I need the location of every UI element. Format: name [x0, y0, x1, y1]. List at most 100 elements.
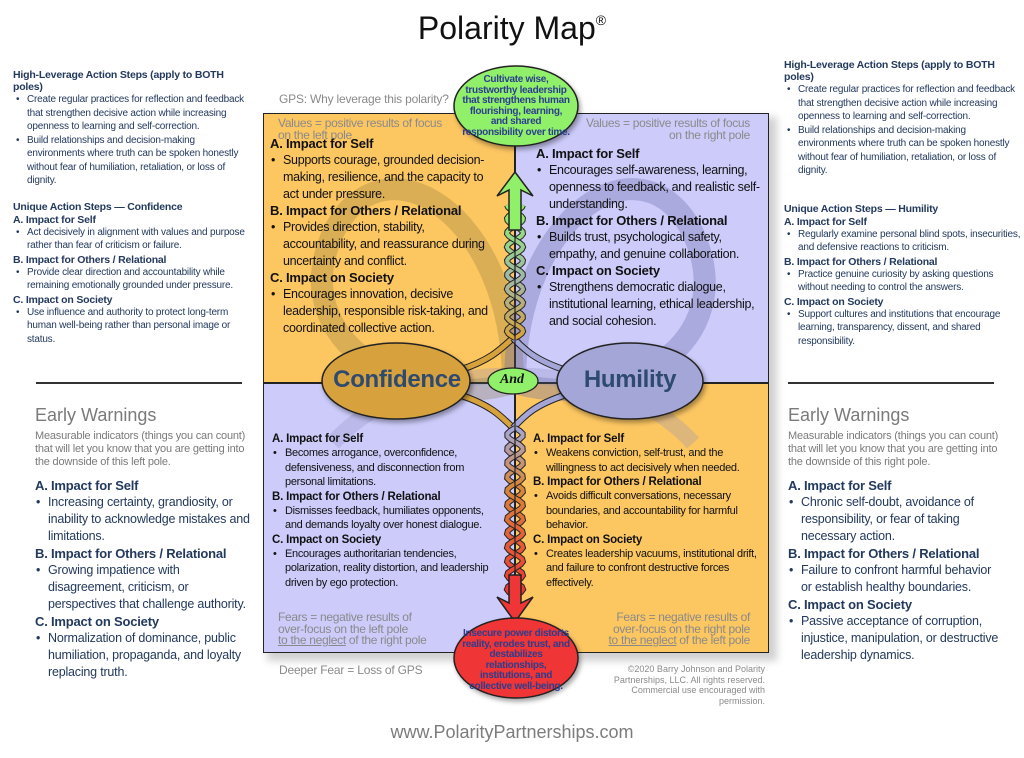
early-warnings-subtitle: Measurable indicators (things you can co… [788, 430, 999, 468]
early-warnings-title: Early Warnings [788, 405, 910, 425]
note-line: Fears = negative results of [616, 610, 750, 624]
list-item: Encourages self-awareness, learning, ope… [536, 162, 761, 213]
list-item: Encourages authoritarian tendencies, pol… [272, 547, 500, 591]
title-text: Polarity Map [417, 10, 596, 46]
note-tail: of the right pole [345, 633, 427, 647]
section-heading: C. Impact on Society [788, 597, 912, 612]
list-item: Create regular practices for reflection … [784, 83, 1024, 124]
section-heading: A. Impact for Self [35, 478, 139, 493]
section-heading: B. Impact for Others / Relational [13, 253, 167, 266]
right-action-steps: High-Leverage Action Steps (apply to BOT… [784, 58, 1024, 348]
copyright-line: ©2020 Barry Johnson and Polarity [627, 664, 765, 674]
list-item: Practice genuine curiosity by asking que… [784, 268, 1024, 295]
section-heading: C. Impact on Society [35, 614, 159, 629]
note-line: on the right pole [669, 127, 750, 142]
note-line: Fears = negative results of [278, 610, 412, 624]
section-heading: B. Impact for Others / Relational [533, 476, 702, 488]
values-right-note: Values = positive results of focus on th… [585, 116, 750, 142]
list-item: Avoids difficult conversations, necessar… [533, 489, 763, 533]
section-heading: B. Impact for Others / Relational [536, 213, 728, 228]
and-label: And [499, 372, 525, 387]
note-line: over-focus on the left pole [278, 621, 408, 636]
left-action-steps: High-Leverage Action Steps (apply to BOT… [13, 68, 253, 346]
early-warnings-title: Early Warnings [35, 405, 157, 425]
section-heading: C. Impact on Society [533, 533, 643, 546]
list-item: Increasing certainty, grandiosity, or in… [35, 494, 250, 545]
section-heading: A. Impact for Self [272, 433, 363, 445]
page-title: Polarity Map® [0, 10, 1024, 47]
deeper-fear-statement: Insecure power distorts reality, erodes … [462, 628, 570, 692]
list-item: Strengthens democratic dialogue, institu… [536, 279, 761, 330]
list-item: Chronic self-doubt, avoidance of respons… [788, 494, 1003, 545]
section-heading: B. Impact for Others / Relational [272, 490, 441, 503]
section-heading: B. Impact for Others / Relational [784, 255, 938, 268]
section-heading: A. Impact for Self [536, 146, 640, 161]
copyright-line: Partnerships, LLC. All rights reserved. [613, 674, 765, 685]
left-divider [36, 382, 242, 384]
note-tail: of the left pole [676, 633, 750, 647]
list-item: Encourages innovation, decisive leadersh… [270, 286, 495, 337]
upper-right-content: A. Impact for Self Encourages self-aware… [536, 146, 761, 330]
right-divider [788, 382, 994, 384]
high-leverage-title: High-Leverage Action Steps (apply to BOT… [784, 59, 995, 83]
list-item: Dismisses feedback, humiliates opponents… [272, 504, 500, 533]
copyright-line: Commercial use encouraged with permissio… [631, 685, 765, 706]
deeper-fear-label: Deeper Fear = Loss of GPS [279, 663, 423, 677]
list-item: Use influence and authority to protect l… [13, 306, 253, 347]
early-warnings-subtitle: Measurable indicators (things you can co… [35, 430, 246, 468]
note-line: to the neglect of the right pole [278, 633, 427, 647]
unique-steps-title: Unique Action Steps — Humility [784, 202, 939, 215]
note-emphasis: to the neglect [278, 633, 346, 647]
list-item: Regularly examine personal blind spots, … [784, 228, 1024, 255]
section-heading: A. Impact for Self [784, 215, 867, 228]
list-item: Becomes arrogance, overconfidence, defen… [272, 446, 500, 490]
list-item: Creates leadership vacuums, institutiona… [533, 547, 763, 591]
list-item: Builds trust, psychological safety, empa… [536, 229, 761, 263]
list-item: Act decisively in alignment with values … [13, 226, 253, 253]
early-warnings-left: Early Warnings Measurable indicators (th… [35, 405, 250, 681]
fears-left-note: Fears = negative results of over-focus o… [278, 610, 427, 647]
list-item: Weakens conviction, self-trust, and the … [533, 446, 763, 475]
unique-steps-title: Unique Action Steps — Confidence [13, 200, 183, 213]
gps-prompt: GPS: Why leverage this polarity? [279, 92, 449, 106]
section-heading: C. Impact on Society [784, 295, 884, 308]
section-heading: B. Impact for Others / Relational [270, 203, 462, 218]
section-heading: A. Impact for Self [533, 433, 624, 445]
values-left-note: Values = positive results of focus on th… [278, 116, 442, 142]
note-line: Values = positive results of focus [586, 116, 750, 130]
section-heading: B. Impact for Others / Relational [788, 546, 980, 561]
fears-right-note: Fears = negative results of over-focus o… [600, 610, 751, 647]
high-leverage-list: Create regular practices for reflection … [784, 83, 1024, 178]
list-item: Build relationships and decision-making … [784, 124, 1024, 178]
gps-statement: Cultivate wise, trustworthy leadership t… [462, 74, 570, 138]
section-heading: C. Impact on Society [13, 293, 113, 306]
section-heading: C. Impact on Society [536, 263, 660, 278]
footer-url[interactable]: www.PolarityPartnerships.com [390, 722, 634, 742]
note-line: on the left pole [278, 127, 352, 142]
section-heading: C. Impact on Society [272, 533, 382, 546]
list-item: Provides direction, stability, accountab… [270, 219, 495, 270]
copyright-notice: ©2020 Barry Johnson and Polarity Partner… [590, 664, 765, 706]
high-leverage-title: High-Leverage Action Steps (apply to BOT… [13, 69, 224, 93]
note-line: to the neglect of the left pole [600, 633, 751, 647]
list-item: Growing impatience with disagreement, cr… [35, 562, 250, 613]
section-heading: C. Impact on Society [270, 270, 394, 285]
high-leverage-list: Create regular practices for reflection … [13, 93, 253, 188]
early-warnings-right: Early Warnings Measurable indicators (th… [788, 405, 1003, 664]
section-heading: B. Impact for Others / Relational [35, 546, 227, 561]
list-item: Build relationships and decision-making … [13, 134, 253, 188]
list-item: Supports courage, grounded decision-maki… [270, 152, 495, 203]
section-heading: A. Impact for Self [13, 213, 96, 226]
list-item: Create regular practices for reflection … [13, 93, 253, 134]
section-heading: A. Impact for Self [270, 136, 374, 151]
upper-left-content: A. Impact for Self Supports courage, gro… [270, 136, 495, 337]
list-item: Provide clear direction and accountabili… [13, 266, 253, 293]
list-item: Support cultures and institutions that e… [784, 308, 1024, 349]
note-line: Values = positive results of focus [278, 116, 442, 130]
list-item: Passive acceptance of corruption, injust… [788, 613, 1003, 664]
left-pole-label: Confidence [333, 366, 461, 393]
note-line: over-focus on the right pole [612, 621, 750, 636]
right-pole-label: Humility [583, 366, 677, 393]
list-item: Normalization of dominance, public humil… [35, 630, 250, 681]
list-item: Failure to confront harmful behavior or … [788, 562, 1003, 596]
